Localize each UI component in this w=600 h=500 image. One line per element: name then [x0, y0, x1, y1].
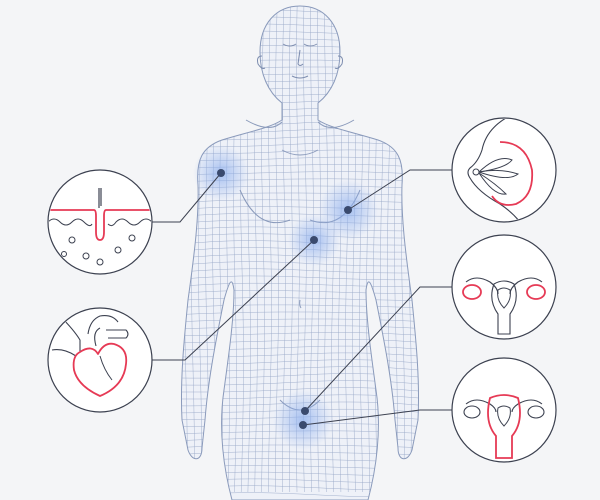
anchor-dot-uterus [299, 421, 307, 429]
uterus-ovaries-icon [462, 277, 546, 335]
leader-line-ovaries [304, 286, 452, 412]
uterus-icon [463, 394, 545, 459]
anchor-dot-skin [217, 169, 225, 177]
highlight-glows [193, 145, 378, 450]
callout-uterus [451, 357, 557, 463]
leader-lines [152, 169, 452, 426]
leader-line-skin [152, 172, 222, 223]
face [257, 43, 343, 79]
breast-icon [467, 119, 534, 221]
leader-line-heart [152, 239, 315, 361]
heart-icon [51, 315, 129, 397]
anchor-dot-heart [310, 236, 318, 244]
leader-line-uterus [302, 409, 452, 426]
callout-heart [47, 307, 153, 413]
skin-hair-follicle-icon [49, 188, 151, 266]
leader-line-breast [347, 169, 452, 211]
callout-ovaries [451, 234, 557, 340]
anchor-dots [217, 169, 352, 429]
anchor-dot-breast [344, 206, 352, 214]
callout-skin [47, 169, 153, 275]
anchor-dot-ovaries [301, 407, 309, 415]
callout-breast [451, 117, 557, 223]
